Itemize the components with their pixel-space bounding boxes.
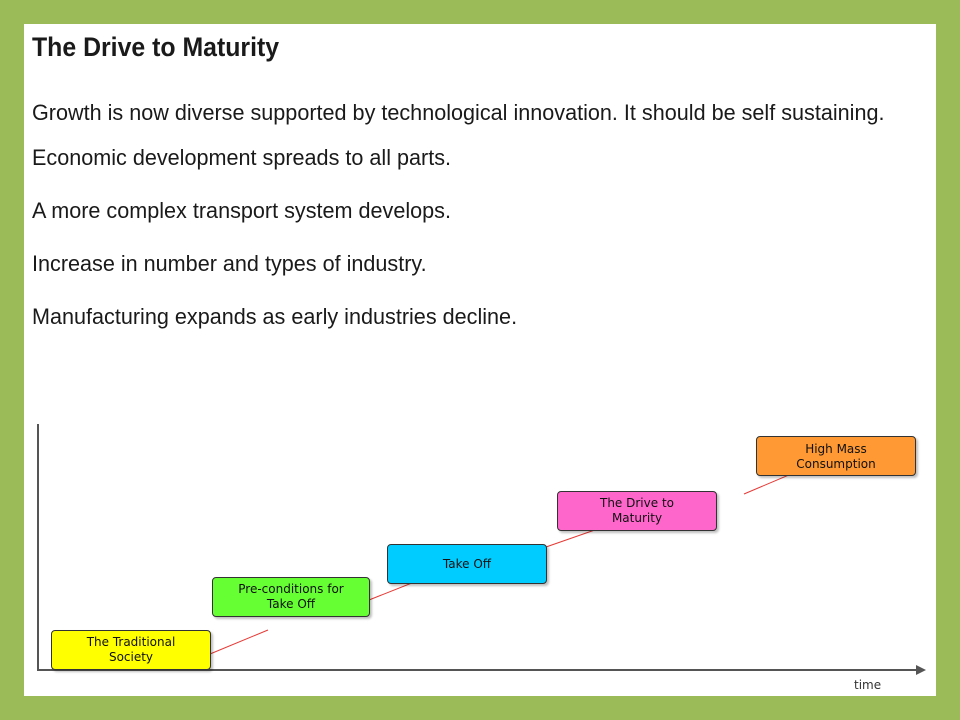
x-axis-label: time <box>854 678 882 692</box>
stage-high-mass-consumption: High Mass Consumption <box>756 436 916 476</box>
bullet-item: Growth is now diverse supported by techn… <box>32 100 885 125</box>
connector-1 <box>209 629 269 655</box>
bullet-item: Economic development spreads to all part… <box>32 145 452 170</box>
stages-diagram: time The Traditional Society Pre-conditi… <box>24 416 936 696</box>
stage-label: Pre-conditions for Take Off <box>238 582 344 611</box>
x-axis-arrow-icon <box>916 665 926 675</box>
bullet-item: Manufacturing expands as early industrie… <box>32 304 518 329</box>
stage-label: The Traditional Society <box>86 635 176 664</box>
stage-label: Take Off <box>442 556 492 571</box>
x-axis <box>37 669 917 671</box>
y-axis <box>37 424 39 671</box>
slide-title: The Drive to Maturity <box>32 32 280 62</box>
bullet-item: Increase in number and types of industry… <box>32 251 427 276</box>
stage-traditional-society: The Traditional Society <box>51 630 211 670</box>
stage-take-off: Take Off <box>387 544 547 584</box>
stage-preconditions: Pre-conditions for Take Off <box>212 577 370 617</box>
slide: The Drive to Maturity Growth is now dive… <box>24 24 936 696</box>
bullet-item: A more complex transport system develops… <box>32 198 451 223</box>
stage-label: High Mass Consumption <box>796 442 876 471</box>
bullet-list: Growth is now diverse supported by techn… <box>32 98 922 355</box>
stage-label: The Drive to Maturity <box>600 496 674 525</box>
stage-drive-to-maturity: The Drive to Maturity <box>557 491 717 531</box>
